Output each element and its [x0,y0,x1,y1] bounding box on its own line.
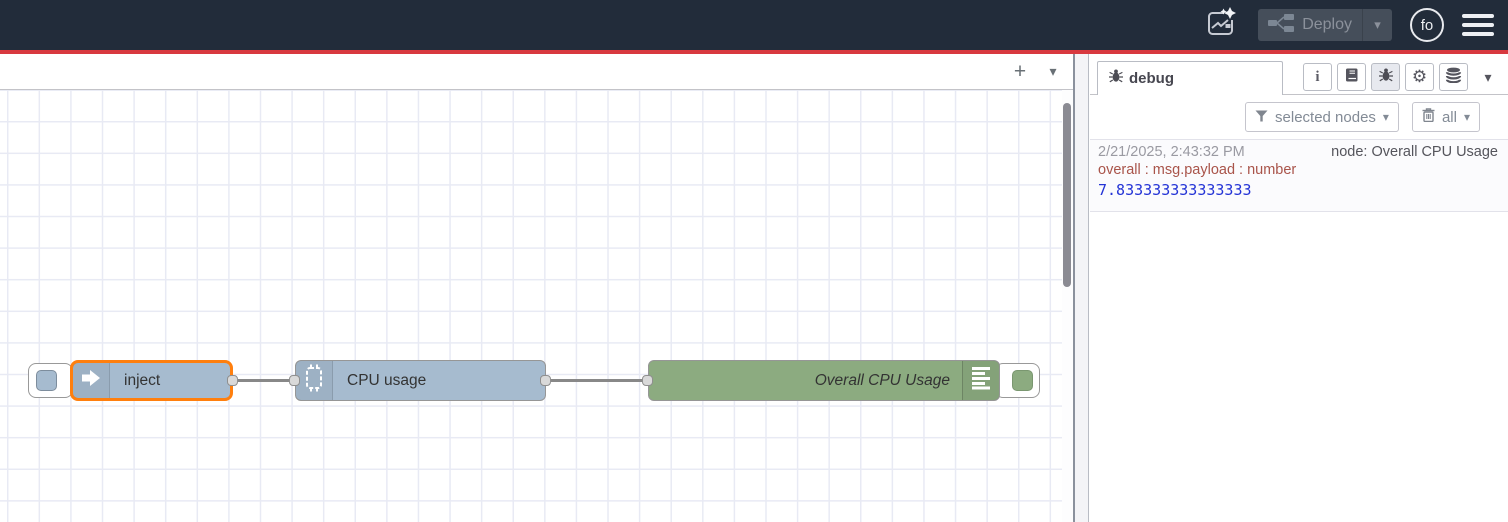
main-menu-button[interactable] [1462,14,1494,36]
bug-icon [1108,68,1124,89]
hamburger-icon [1462,14,1494,18]
debug-filter-label: selected nodes [1275,108,1376,126]
deploy-nodes-icon [1268,13,1295,37]
chevron-down-icon [1374,17,1381,33]
debug-lines-icon [971,366,991,395]
sidebar-tab-debug-icon[interactable] [1371,63,1400,91]
debug-filter-button[interactable]: selected nodes [1245,102,1399,132]
main-header: Deploy fo [0,0,1508,50]
book-icon [1344,67,1360,88]
flow-list-button[interactable] [1043,59,1063,85]
cpu-output-port[interactable] [540,375,551,386]
flow-assistant-button[interactable] [1202,5,1240,45]
funnel-icon [1255,109,1268,126]
microchip-icon [303,364,325,397]
chevron-down-icon [1484,69,1491,86]
chevron-down-icon [1049,63,1056,80]
node-inject[interactable]: inject [70,360,233,401]
gear-icon: ⚙ [1411,67,1428,87]
canvas-right-edge [1073,54,1075,522]
sidebar-tab-row: debug i [1090,54,1508,95]
sidebar-tab-info[interactable]: i [1303,63,1332,91]
node-label: CPU usage [347,371,427,389]
sidebar-tab-label: debug [1129,70,1174,87]
sidebar-resize-handle[interactable] [1075,54,1089,522]
canvas-vertical-scrollbar[interactable] [1062,90,1073,522]
cpu-input-port[interactable] [289,375,300,386]
node-label: inject [124,371,161,389]
deploy-button[interactable]: Deploy [1258,9,1392,41]
flow-sparkle-icon [1204,5,1239,46]
sidebar-tab-help[interactable] [1337,63,1366,91]
node-label: Overall CPU Usage [814,371,950,389]
debug-toolbar: selected nodes all [1090,95,1508,139]
header-accent-bar [0,50,1508,54]
debug-message-timestamp: 2/21/2025, 2:43:32 PM [1098,144,1245,160]
header-actions: Deploy fo [1202,0,1494,50]
bug-icon [1378,67,1394,88]
sidebar-tab-context[interactable] [1439,63,1468,91]
database-icon [1445,67,1462,88]
cpu-icon-area [296,361,333,400]
wire-inject-to-cpu[interactable] [233,379,295,382]
debug-message-property: overall : msg.payload : number [1098,162,1297,178]
info-icon: i [1315,68,1320,85]
debug-message-source-node[interactable]: node: Overall CPU Usage [1331,144,1498,160]
debug-enable-button[interactable] [995,363,1040,398]
chevron-down-icon [1383,110,1389,124]
node-cpu-usage[interactable]: CPU usage [295,360,546,401]
scrollbar-thumb[interactable] [1063,103,1071,287]
user-avatar[interactable]: fo [1410,8,1444,42]
deploy-options-button[interactable] [1362,9,1392,41]
debug-icon-area [962,361,999,400]
avatar-initials: fo [1420,16,1434,34]
inject-trigger-button[interactable] [28,363,73,398]
sidebar-tab-debug[interactable]: debug [1097,61,1283,95]
debug-clear-button[interactable]: all [1411,102,1480,132]
debug-message-value[interactable]: 7.833333333333333 [1098,181,1252,199]
inject-icon-area [73,363,110,398]
sidebar-options-button[interactable] [1476,63,1500,91]
inject-arrow-icon [81,368,101,393]
sidebar: debug i [1090,54,1508,522]
trash-icon [1422,108,1435,126]
add-flow-button[interactable]: + [1007,59,1033,85]
workspace-tab-bar: + [0,54,1075,90]
chevron-down-icon [1464,110,1470,124]
plus-icon: + [1013,59,1027,83]
debug-message[interactable]: 2/21/2025, 2:43:32 PM node: Overall CPU … [1090,139,1508,212]
sidebar-tab-config[interactable]: ⚙ [1405,63,1434,91]
node-overall-cpu-usage[interactable]: Overall CPU Usage [648,360,1000,401]
inject-output-port[interactable] [227,375,238,386]
flow-canvas[interactable] [0,90,1062,522]
deploy-label: Deploy [1302,16,1352,33]
debug-input-port[interactable] [642,375,653,386]
wire-cpu-to-debug[interactable] [546,379,648,382]
debug-clear-label: all [1441,108,1457,126]
